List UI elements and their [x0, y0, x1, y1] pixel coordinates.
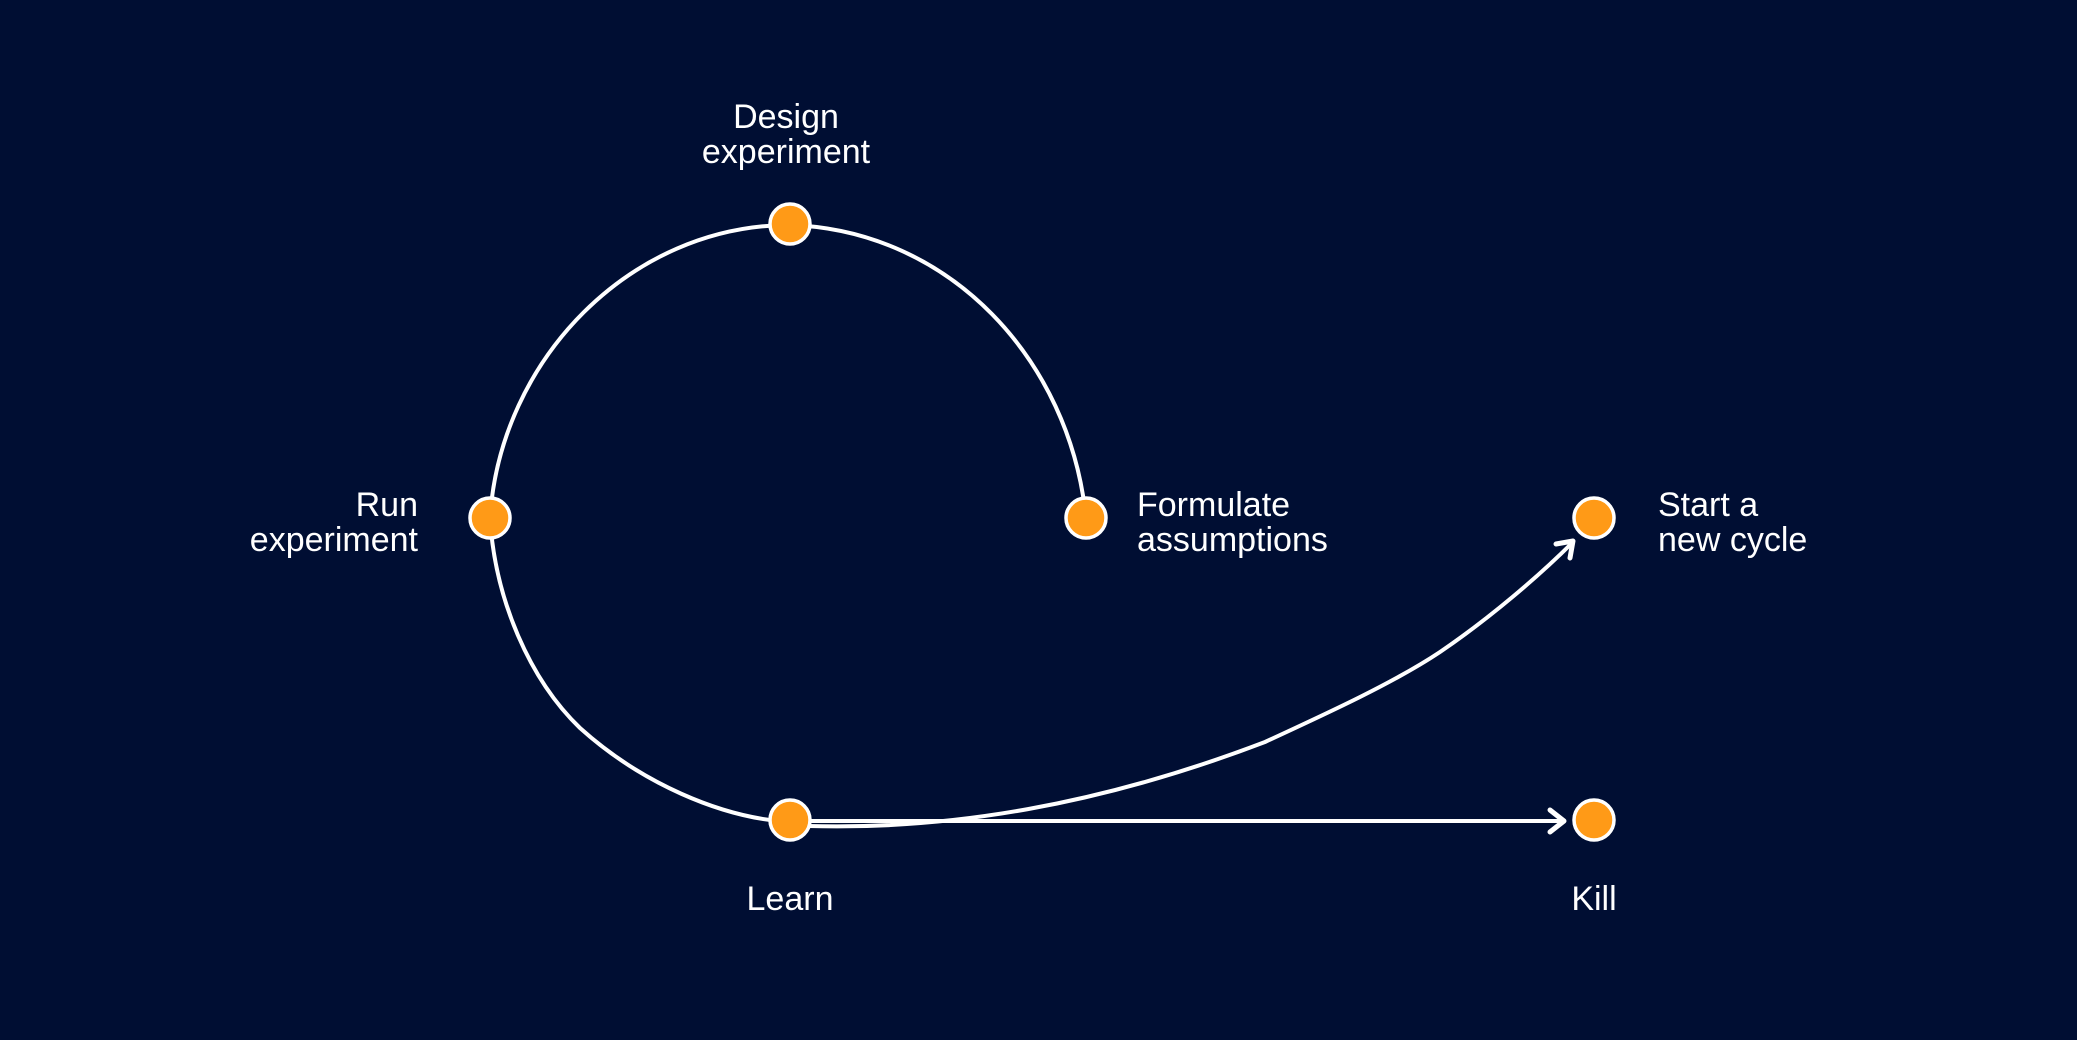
label-run-experiment: Run experiment	[250, 488, 418, 558]
node-kill	[1572, 798, 1616, 842]
label-line: Learn	[746, 880, 834, 918]
node-start-new-cycle	[1572, 496, 1616, 540]
label-line: Kill	[1571, 880, 1617, 918]
node-learn	[768, 798, 812, 842]
label-kill: Kill	[1571, 882, 1616, 917]
label-line: assumptions	[1137, 521, 1328, 559]
arrow-to-start-new-cycle	[806, 541, 1574, 829]
node-formulate-assumptions	[1064, 496, 1108, 540]
label-formulate-assumptions: Formulate assumptions	[1137, 488, 1328, 558]
label-line: Start a	[1658, 486, 1759, 524]
label-line: Run	[355, 486, 418, 524]
node-design-experiment	[768, 202, 812, 246]
label-line: experiment	[701, 133, 871, 171]
label-line: experiment	[249, 521, 418, 559]
label-line: new cycle	[1658, 521, 1808, 559]
label-start-new-cycle: Start a new cycle	[1658, 488, 1807, 558]
label-design-experiment: Design experiment	[702, 100, 870, 170]
label-learn: Learn	[747, 882, 834, 917]
arrowhead-start-new-cycle	[1553, 538, 1576, 561]
label-line: Formulate	[1137, 486, 1291, 524]
label-line: Design	[733, 98, 839, 136]
arrowhead-kill	[1547, 807, 1567, 835]
cycle-arc	[487, 222, 1088, 824]
node-run-experiment	[468, 496, 512, 540]
